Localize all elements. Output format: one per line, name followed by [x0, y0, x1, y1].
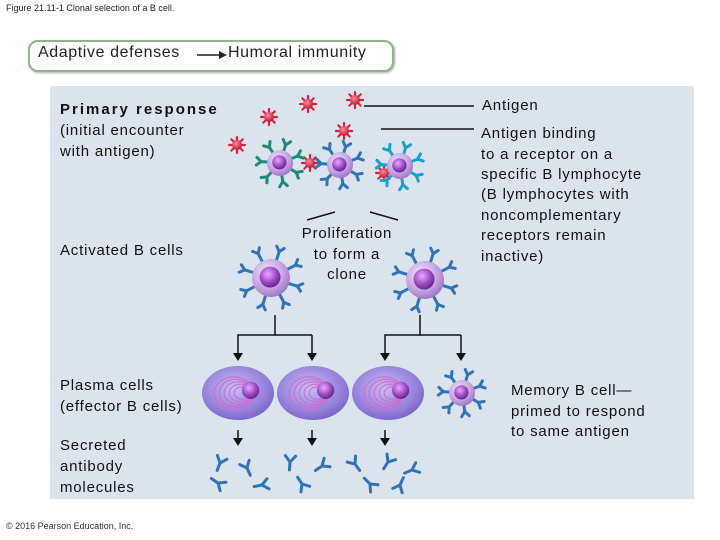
label-binding-line-4: (B lymphocytes with — [481, 186, 630, 203]
label-memory-line-3: to same antigen — [511, 423, 630, 440]
antibody-icon — [252, 477, 271, 491]
label-memory-line-2: primed to respond — [511, 403, 646, 420]
header-arrow — [197, 51, 227, 59]
antibody-icon — [313, 456, 332, 473]
antigen-icon — [334, 121, 354, 141]
antigen-icon — [227, 135, 247, 155]
label-plasma-cells: Plasma cells — [60, 377, 154, 394]
copyright-notice: © 2016 Pearson Education, Inc. — [6, 521, 134, 531]
header-box — [28, 40, 394, 72]
header-humoral-immunity: Humoral immunity — [228, 44, 367, 61]
b-lymphocyte-teal — [254, 137, 305, 189]
plasma-cell — [352, 366, 424, 420]
memory-b-cell — [436, 367, 487, 419]
label-antigen: Antigen — [482, 97, 539, 114]
arrowheads — [233, 353, 466, 446]
label-molecules: molecules — [60, 479, 135, 496]
label-to-form-a: to form a — [313, 246, 381, 263]
label-activated-b-cells: Activated B cells — [60, 242, 184, 259]
b-lymphocytes-row — [254, 137, 425, 192]
antibody-icon — [283, 454, 298, 472]
label-binding-line-5: noncomplementary — [481, 207, 622, 224]
b-lymphocyte-blue — [314, 139, 365, 191]
antigen-icon — [259, 107, 279, 127]
proliferation-arrows — [237, 211, 462, 355]
activated-b-cell — [391, 246, 459, 314]
label-primary-response: Primary response — [60, 101, 219, 118]
label-proliferation: Proliferation — [301, 225, 393, 242]
antibody-icon — [209, 476, 228, 493]
label-effector-b-cells: (effector B cells) — [60, 398, 183, 415]
antibody-icon — [345, 454, 362, 472]
plasma-cells — [202, 366, 424, 420]
label-antigen-binding: Antigen binding — [481, 125, 597, 142]
antigen-icon — [374, 163, 394, 183]
label-binding-line-2: to a receptor on a — [481, 146, 613, 163]
diagram-panel — [50, 86, 694, 499]
label-memory-b-cell: Memory B cell— — [511, 382, 633, 399]
plasma-cell — [202, 366, 274, 420]
antibody-icon — [391, 476, 405, 495]
secreted-antibodies — [209, 452, 422, 495]
label-binding-line-6: receptors remain — [481, 227, 607, 244]
plasma-cell — [277, 366, 349, 420]
antigen-icon — [345, 90, 365, 110]
label-binding-line-3: specific B lymphocyte — [481, 166, 643, 183]
label-antibody: antibody — [60, 458, 124, 475]
antibody-icon — [215, 453, 229, 472]
antibody-icon — [382, 452, 398, 471]
figure-caption: Figure 21.11-1 Clonal selection of a B c… — [6, 3, 175, 13]
activated-b-cell — [237, 244, 305, 312]
label-binding-line-7: inactive) — [481, 248, 545, 265]
label-clone: clone — [327, 266, 367, 283]
b-lymphocyte-cyan — [374, 140, 425, 192]
label-secreted: Secreted — [60, 437, 127, 454]
antibody-icon — [238, 458, 252, 477]
activated-b-cells — [237, 244, 459, 314]
antigen-icon — [298, 94, 318, 114]
label-initial-encounter: (initial encounter — [60, 122, 185, 139]
header-adaptive-defenses: Adaptive defenses — [38, 44, 180, 61]
leader-lines — [364, 105, 474, 130]
antibody-icon — [403, 461, 422, 475]
label-with-antigen: with antigen) — [60, 143, 156, 160]
antibody-icon — [296, 475, 312, 494]
antigen-particles — [227, 90, 394, 183]
antibody-icon — [362, 476, 380, 494]
secretion-arrow-stems — [237, 430, 386, 440]
antigen-icon — [300, 153, 320, 173]
memory-b-cell-icon — [436, 367, 487, 419]
